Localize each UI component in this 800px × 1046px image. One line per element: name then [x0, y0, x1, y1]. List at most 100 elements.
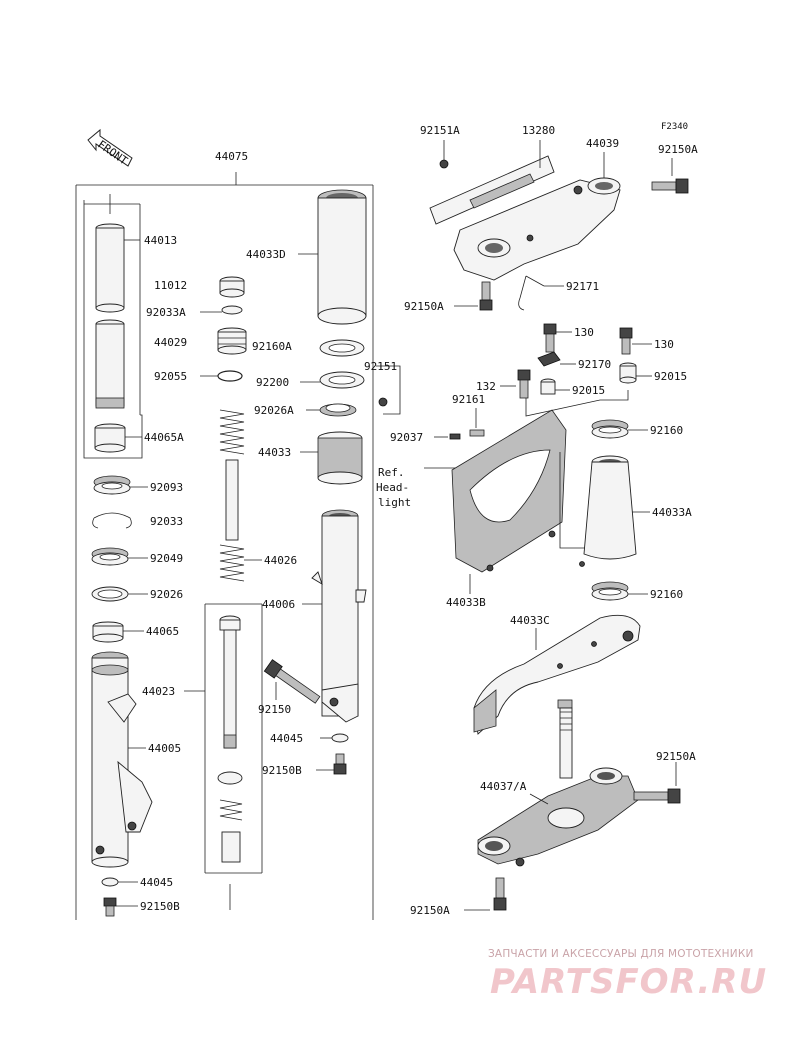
label-44013: 44013	[144, 234, 177, 247]
label-44026: 44026	[264, 554, 297, 567]
part-132-bolt	[517, 369, 531, 399]
part-44033B-bracket	[451, 409, 567, 573]
part-44037A-lower-bracket	[477, 699, 639, 867]
part-44029-adjuster	[217, 327, 247, 355]
watermark-tagline: ЗАПЧАСТИ И АКСЕССУАРЫ ДЛЯ МОТОТЕХНИКИ	[488, 948, 754, 960]
part-92150A-bolt-b	[479, 281, 493, 311]
label-92055: 92055	[154, 370, 187, 383]
label-92033A: 92033A	[146, 306, 186, 319]
part-130-bolt-b	[619, 327, 633, 355]
part-92171-bracket	[518, 275, 545, 311]
part-spring-upper	[219, 409, 245, 455]
part-92150A-bolt-a	[651, 178, 689, 194]
label-44037A: 44037/A	[480, 780, 527, 793]
part-92033A-ring	[221, 305, 243, 315]
label-92151A: 92151A	[420, 124, 460, 137]
part-44005-outer-tube	[91, 651, 153, 868]
label-92150A-b: 92150A	[404, 300, 444, 313]
part-44033C-cover	[473, 614, 641, 735]
part-92037-clamp	[449, 433, 461, 440]
label-44033D: 44033D	[246, 248, 286, 261]
watermark-logo: PARTSFOR.RU	[490, 962, 768, 1002]
front-arrow-icon: FRONT	[87, 128, 133, 168]
part-92150A-bolt-c	[633, 788, 681, 804]
label-130-a: 130	[574, 326, 594, 339]
label-92033: 92033	[150, 515, 183, 528]
label-92151: 92151	[364, 360, 397, 373]
label-44033: 44033	[258, 446, 291, 459]
label-44075: 44075	[215, 150, 248, 163]
part-44006-outer-tube	[311, 509, 367, 723]
label-44029: 44029	[154, 336, 187, 349]
part-92150A-bolt-d	[493, 877, 507, 911]
label-92026: 92026	[150, 588, 183, 601]
part-130-bolt-a	[543, 323, 557, 353]
label-92150A-a: 92150A	[658, 143, 698, 156]
label-92015-a: 92015	[572, 384, 605, 397]
label-44065A: 44065A	[144, 431, 184, 444]
part-92150B-bolt-b	[333, 753, 347, 775]
part-44033D-cover-tube	[317, 189, 367, 325]
part-44045-washer-a	[101, 877, 119, 887]
part-11012-cap	[219, 276, 245, 298]
label-44005: 44005	[148, 742, 181, 755]
label-92150: 92150	[258, 703, 291, 716]
label-44033C: 44033C	[510, 614, 550, 627]
part-92049-seal	[91, 547, 129, 566]
part-44033A-cover	[579, 455, 637, 567]
label-13280: 13280	[522, 124, 555, 137]
label-44065: 44065	[146, 625, 179, 638]
part-92160-ring-a	[591, 419, 629, 439]
part-44013-inner-tube	[95, 194, 125, 409]
label-44045-b: 44045	[270, 732, 303, 745]
part-92161-grommet	[469, 429, 485, 437]
part-44033-cover	[317, 431, 363, 485]
label-44045-a: 44045	[140, 876, 173, 889]
label-11012: 11012	[154, 279, 187, 292]
ref-note-line2: Head-	[376, 481, 409, 494]
part-44023-damper-assembly	[204, 603, 263, 910]
part-44026-spring	[219, 544, 245, 582]
part-44065-bushing	[92, 621, 124, 643]
label-130-b: 130	[654, 338, 674, 351]
part-92055-o-ring	[217, 370, 243, 382]
part-92150B-bolt-a	[103, 897, 117, 917]
ref-note-line3: light	[378, 496, 411, 509]
label-44006: 44006	[262, 598, 295, 611]
label-92171: 92171	[566, 280, 599, 293]
label-92026A: 92026A	[254, 404, 294, 417]
label-92150A-d: 92150A	[410, 904, 450, 917]
figure-code: F2340	[661, 122, 688, 132]
part-44065A-bushing	[94, 423, 126, 453]
label-92093: 92093	[150, 481, 183, 494]
part-92093-seal	[93, 475, 131, 495]
label-44033B: 44033B	[446, 596, 486, 609]
label-92170: 92170	[578, 358, 611, 371]
part-92150-bolt	[263, 659, 321, 704]
part-92151-bolt	[378, 397, 388, 407]
label-92015-b: 92015	[654, 370, 687, 383]
label-92200: 92200	[256, 376, 289, 389]
part-92151A-bolt	[439, 159, 449, 169]
label-92049: 92049	[150, 552, 183, 565]
label-92037: 92037	[390, 431, 423, 444]
label-92150B-a: 92150B	[140, 900, 180, 913]
part-92160-ring-b	[591, 581, 629, 601]
part-13280-plate	[429, 155, 555, 225]
label-92150A-c: 92150A	[656, 750, 696, 763]
label-44039: 44039	[586, 137, 619, 150]
label-92160-a: 92160	[650, 424, 683, 437]
part-44045-washer-b	[331, 733, 349, 743]
part-92170-clamp	[537, 351, 561, 367]
part-92015-collar-b	[619, 362, 637, 384]
label-92161: 92161	[452, 393, 485, 406]
part-44039-upper-bracket	[453, 177, 621, 281]
part-92015-collar-a	[540, 378, 556, 395]
front-label: FRONT	[95, 138, 130, 168]
label-92150B-b: 92150B	[262, 764, 302, 777]
label-44033A: 44033A	[652, 506, 692, 519]
label-92160-b: 92160	[650, 588, 683, 601]
label-44023: 44023	[142, 685, 175, 698]
